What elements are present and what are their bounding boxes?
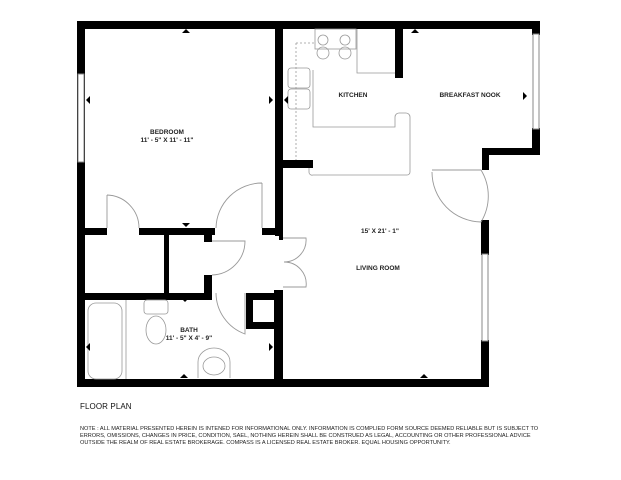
bedroom-dimensions: 11' - 5" X 11' - 11"	[141, 137, 194, 144]
disclaimer-note: NOTE : ALL MATERIAL PRESENTED HEREIN IS …	[80, 426, 539, 446]
doors	[106, 169, 489, 335]
floor-plan-drawing: BEDROOM 11' - 5" X 11' - 11" KITCHEN BRE…	[77, 21, 540, 387]
bath-fixtures	[87, 299, 231, 380]
bath-label: BATH	[180, 327, 198, 334]
bedroom-label: BEDROOM	[150, 129, 184, 136]
breakfast-nook-label: BREAKFAST NOOK	[439, 92, 500, 99]
kitchen-label: KITCHEN	[339, 92, 368, 99]
dimension-markers	[86, 29, 527, 378]
living-room-label: LIVING ROOM	[356, 265, 400, 272]
bath-dimensions: 11' - 5" X 4' - 9"	[166, 335, 212, 342]
living-room-dimensions: 15' X 21' - 1"	[361, 228, 399, 235]
walls	[77, 21, 540, 387]
kitchen-fixtures	[287, 28, 411, 176]
floor-plan-title: FLOOR PLAN	[80, 402, 132, 411]
windows	[77, 33, 540, 342]
